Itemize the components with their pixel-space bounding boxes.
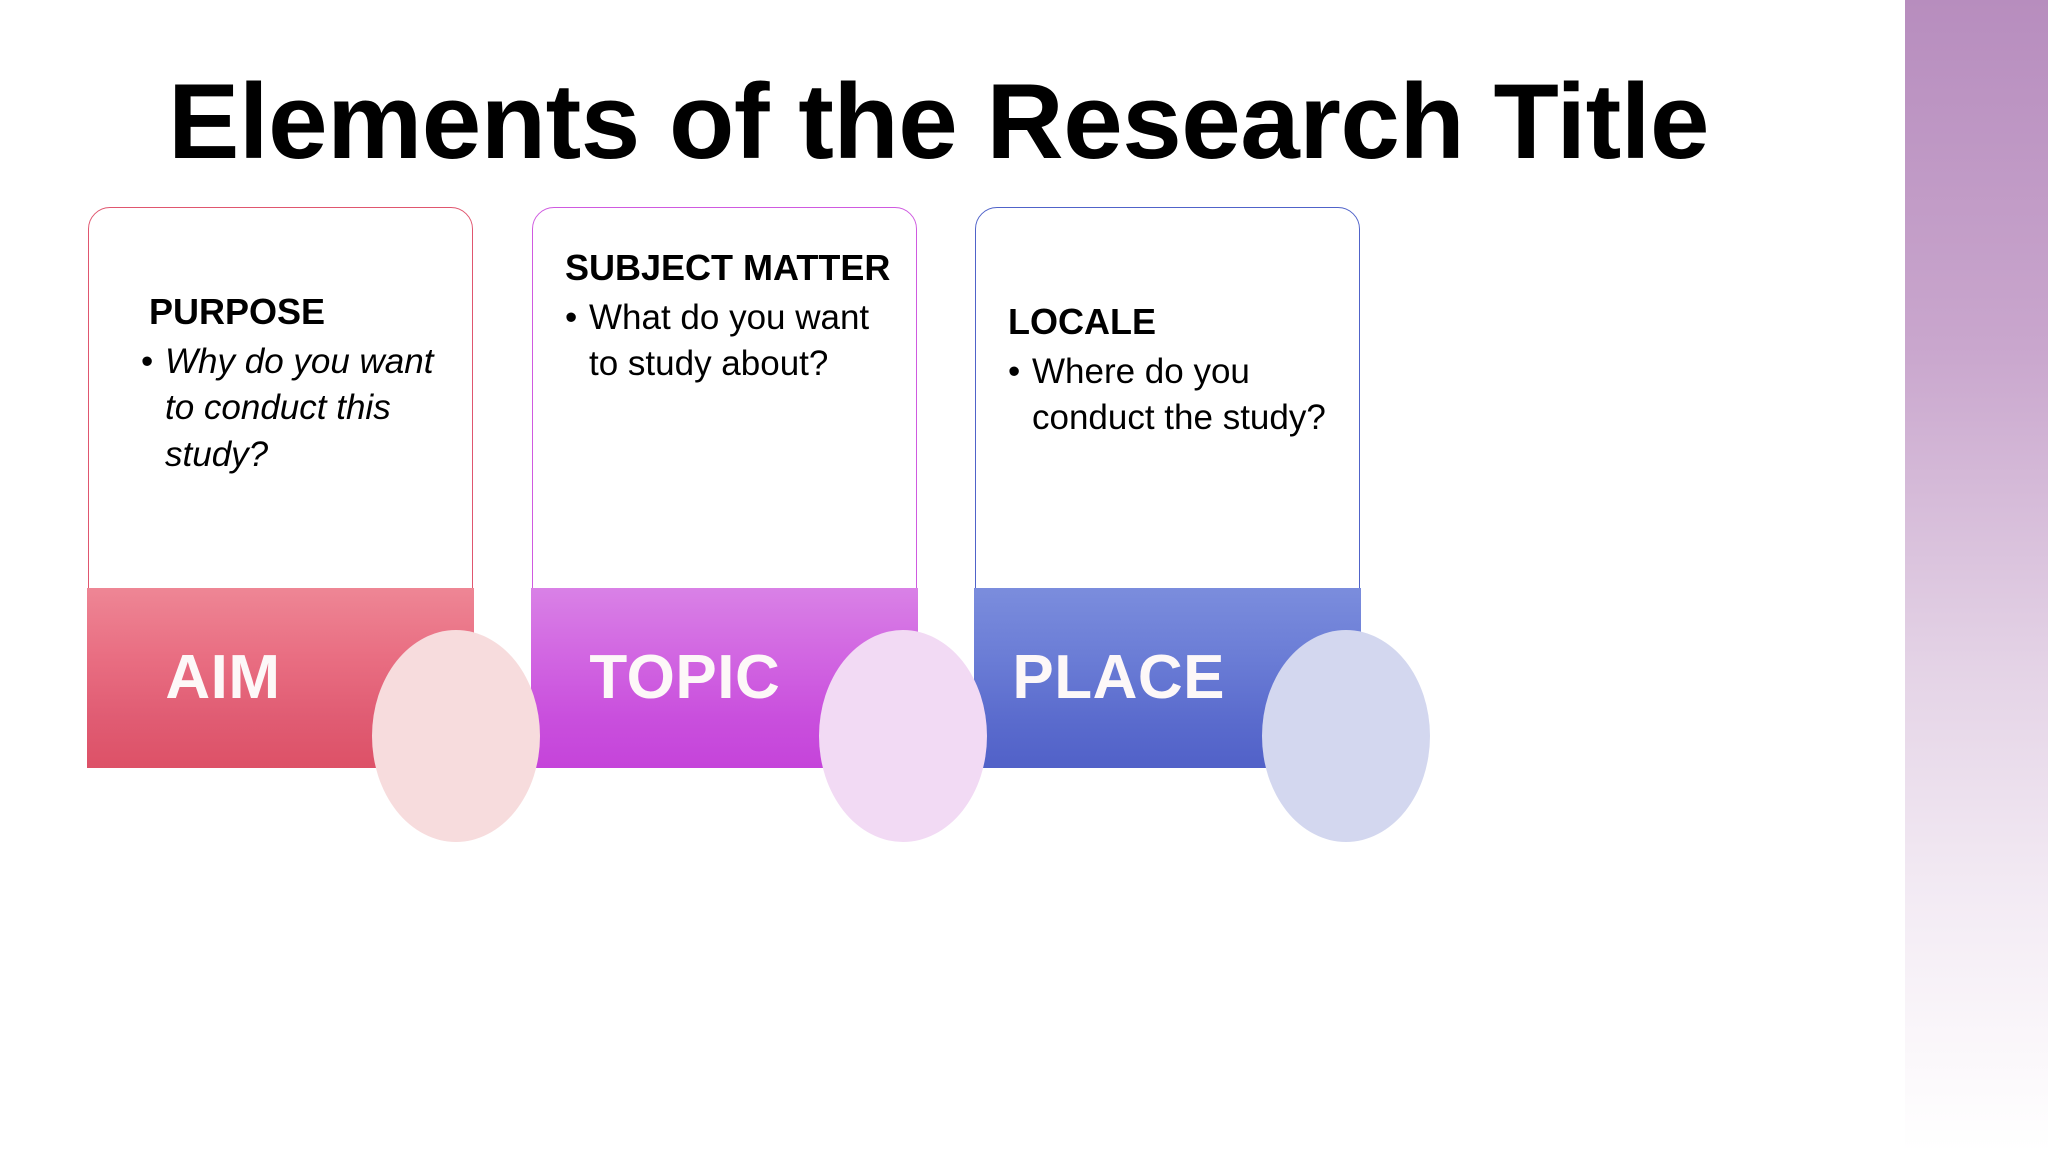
card-purpose[interactable]: PURPOSE • Why do you want to conduct thi… [87, 207, 541, 842]
card-subject-matter-body: SUBJECT MATTER • What do you want to stu… [533, 246, 916, 388]
card-subject-matter[interactable]: SUBJECT MATTER • What do you want to stu… [531, 207, 988, 842]
card-locale-bullet-text: Where do you conduct the study? [1032, 351, 1326, 438]
card-subject-matter-bullet-text: What do you want to study about? [589, 297, 870, 384]
card-purpose-bullet: • Why do you want to conduct this study? [141, 339, 462, 479]
card-locale[interactable]: LOCALE • Where do you conduct the study?… [974, 207, 1431, 842]
card-subject-matter-footer[interactable]: TOPIC [531, 587, 988, 842]
card-locale-heading: LOCALE [1008, 301, 1156, 342]
bullet-dot-icon: • [565, 297, 578, 337]
card-purpose-bullet-text: Why do you want to conduct this study? [165, 341, 434, 474]
card-purpose-footer-label: AIM [165, 643, 281, 713]
bullet-dot-icon: • [1008, 351, 1021, 391]
decorative-ellipse-place [1262, 629, 1431, 842]
bullet-dot-icon: • [141, 341, 154, 381]
decorative-ellipse-topic [819, 629, 988, 842]
card-purpose-footer[interactable]: AIM [87, 587, 541, 842]
card-purpose-body: PURPOSE • Why do you want to conduct thi… [89, 290, 472, 479]
card-purpose-heading: PURPOSE [149, 291, 326, 332]
card-subject-matter-bullet: • What do you want to study about? [565, 295, 904, 388]
card-subject-matter-footer-label: TOPIC [589, 643, 781, 713]
card-locale-footer[interactable]: PLACE [974, 587, 1431, 842]
decorative-edge-strip [1905, 0, 2048, 1152]
card-locale-footer-label: PLACE [1012, 643, 1226, 713]
decorative-ellipse-aim [372, 629, 541, 842]
card-locale-bullet: • Where do you conduct the study? [1008, 349, 1347, 442]
card-subject-matter-heading: SUBJECT MATTER [565, 247, 891, 288]
card-locale-body: LOCALE • Where do you conduct the study? [976, 300, 1359, 442]
